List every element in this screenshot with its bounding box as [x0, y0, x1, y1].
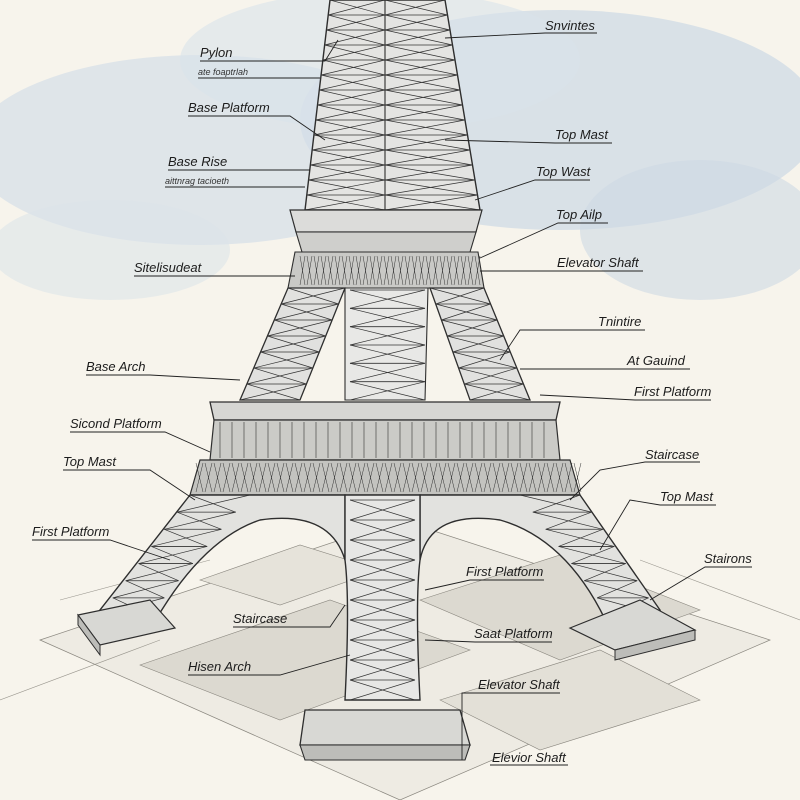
leader-lines	[32, 32, 752, 766]
label-first-platform-left: First Platform	[32, 524, 109, 539]
first-platform-deck	[189, 401, 582, 496]
label-second-platform: Sicond Platform	[70, 416, 162, 431]
label-staircase-right: Staircase	[645, 447, 699, 462]
label-top-mast-left: Top Mast	[63, 454, 117, 469]
label-sitelisudeat: Sitelisudeat	[134, 260, 203, 275]
label-base-arch: Base Arch	[86, 359, 146, 374]
label-top-mast-1: Top Mast	[555, 127, 609, 142]
label-tnintire: Tnintire	[598, 314, 641, 329]
label-base-rise-sub: aittnrag tacioeth	[165, 176, 229, 186]
labels: Pylon ate foaptrlah Base Platform Base R…	[32, 18, 752, 765]
tower-structure	[76, 0, 697, 761]
label-base-rise: Base Rise	[168, 154, 227, 169]
label-first-platform-center: First Platform	[466, 564, 543, 579]
label-snvintes: Snvintes	[545, 18, 595, 33]
label-hisen-arch: Hisen Arch	[188, 659, 251, 674]
label-top-ailp: Top Ailp	[556, 207, 602, 222]
label-elevator-shaft-2: Elevator Shaft	[478, 677, 561, 692]
label-elevator-shaft-1: Elevator Shaft	[557, 255, 640, 270]
label-base-platform: Base Platform	[188, 100, 270, 115]
base-legs	[98, 494, 662, 701]
label-at-gauind: At Gauind	[626, 353, 686, 368]
label-saat-platform: Saat Platform	[474, 626, 553, 641]
label-stairons: Stairons	[704, 551, 752, 566]
label-first-platform-right: First Platform	[634, 384, 711, 399]
plinths	[76, 599, 697, 761]
second-platform-deck	[287, 209, 485, 289]
label-elevior-shaft: Elevior Shaft	[492, 750, 567, 765]
middle-legs	[239, 287, 531, 401]
label-pylon: Pylon	[200, 45, 233, 60]
label-staircase-left: Staircase	[233, 611, 287, 626]
label-pylon-sub: ate foaptrlah	[198, 67, 248, 77]
label-top-wast: Top Wast	[536, 164, 592, 179]
label-top-mast-2: Top Mast	[660, 489, 714, 504]
